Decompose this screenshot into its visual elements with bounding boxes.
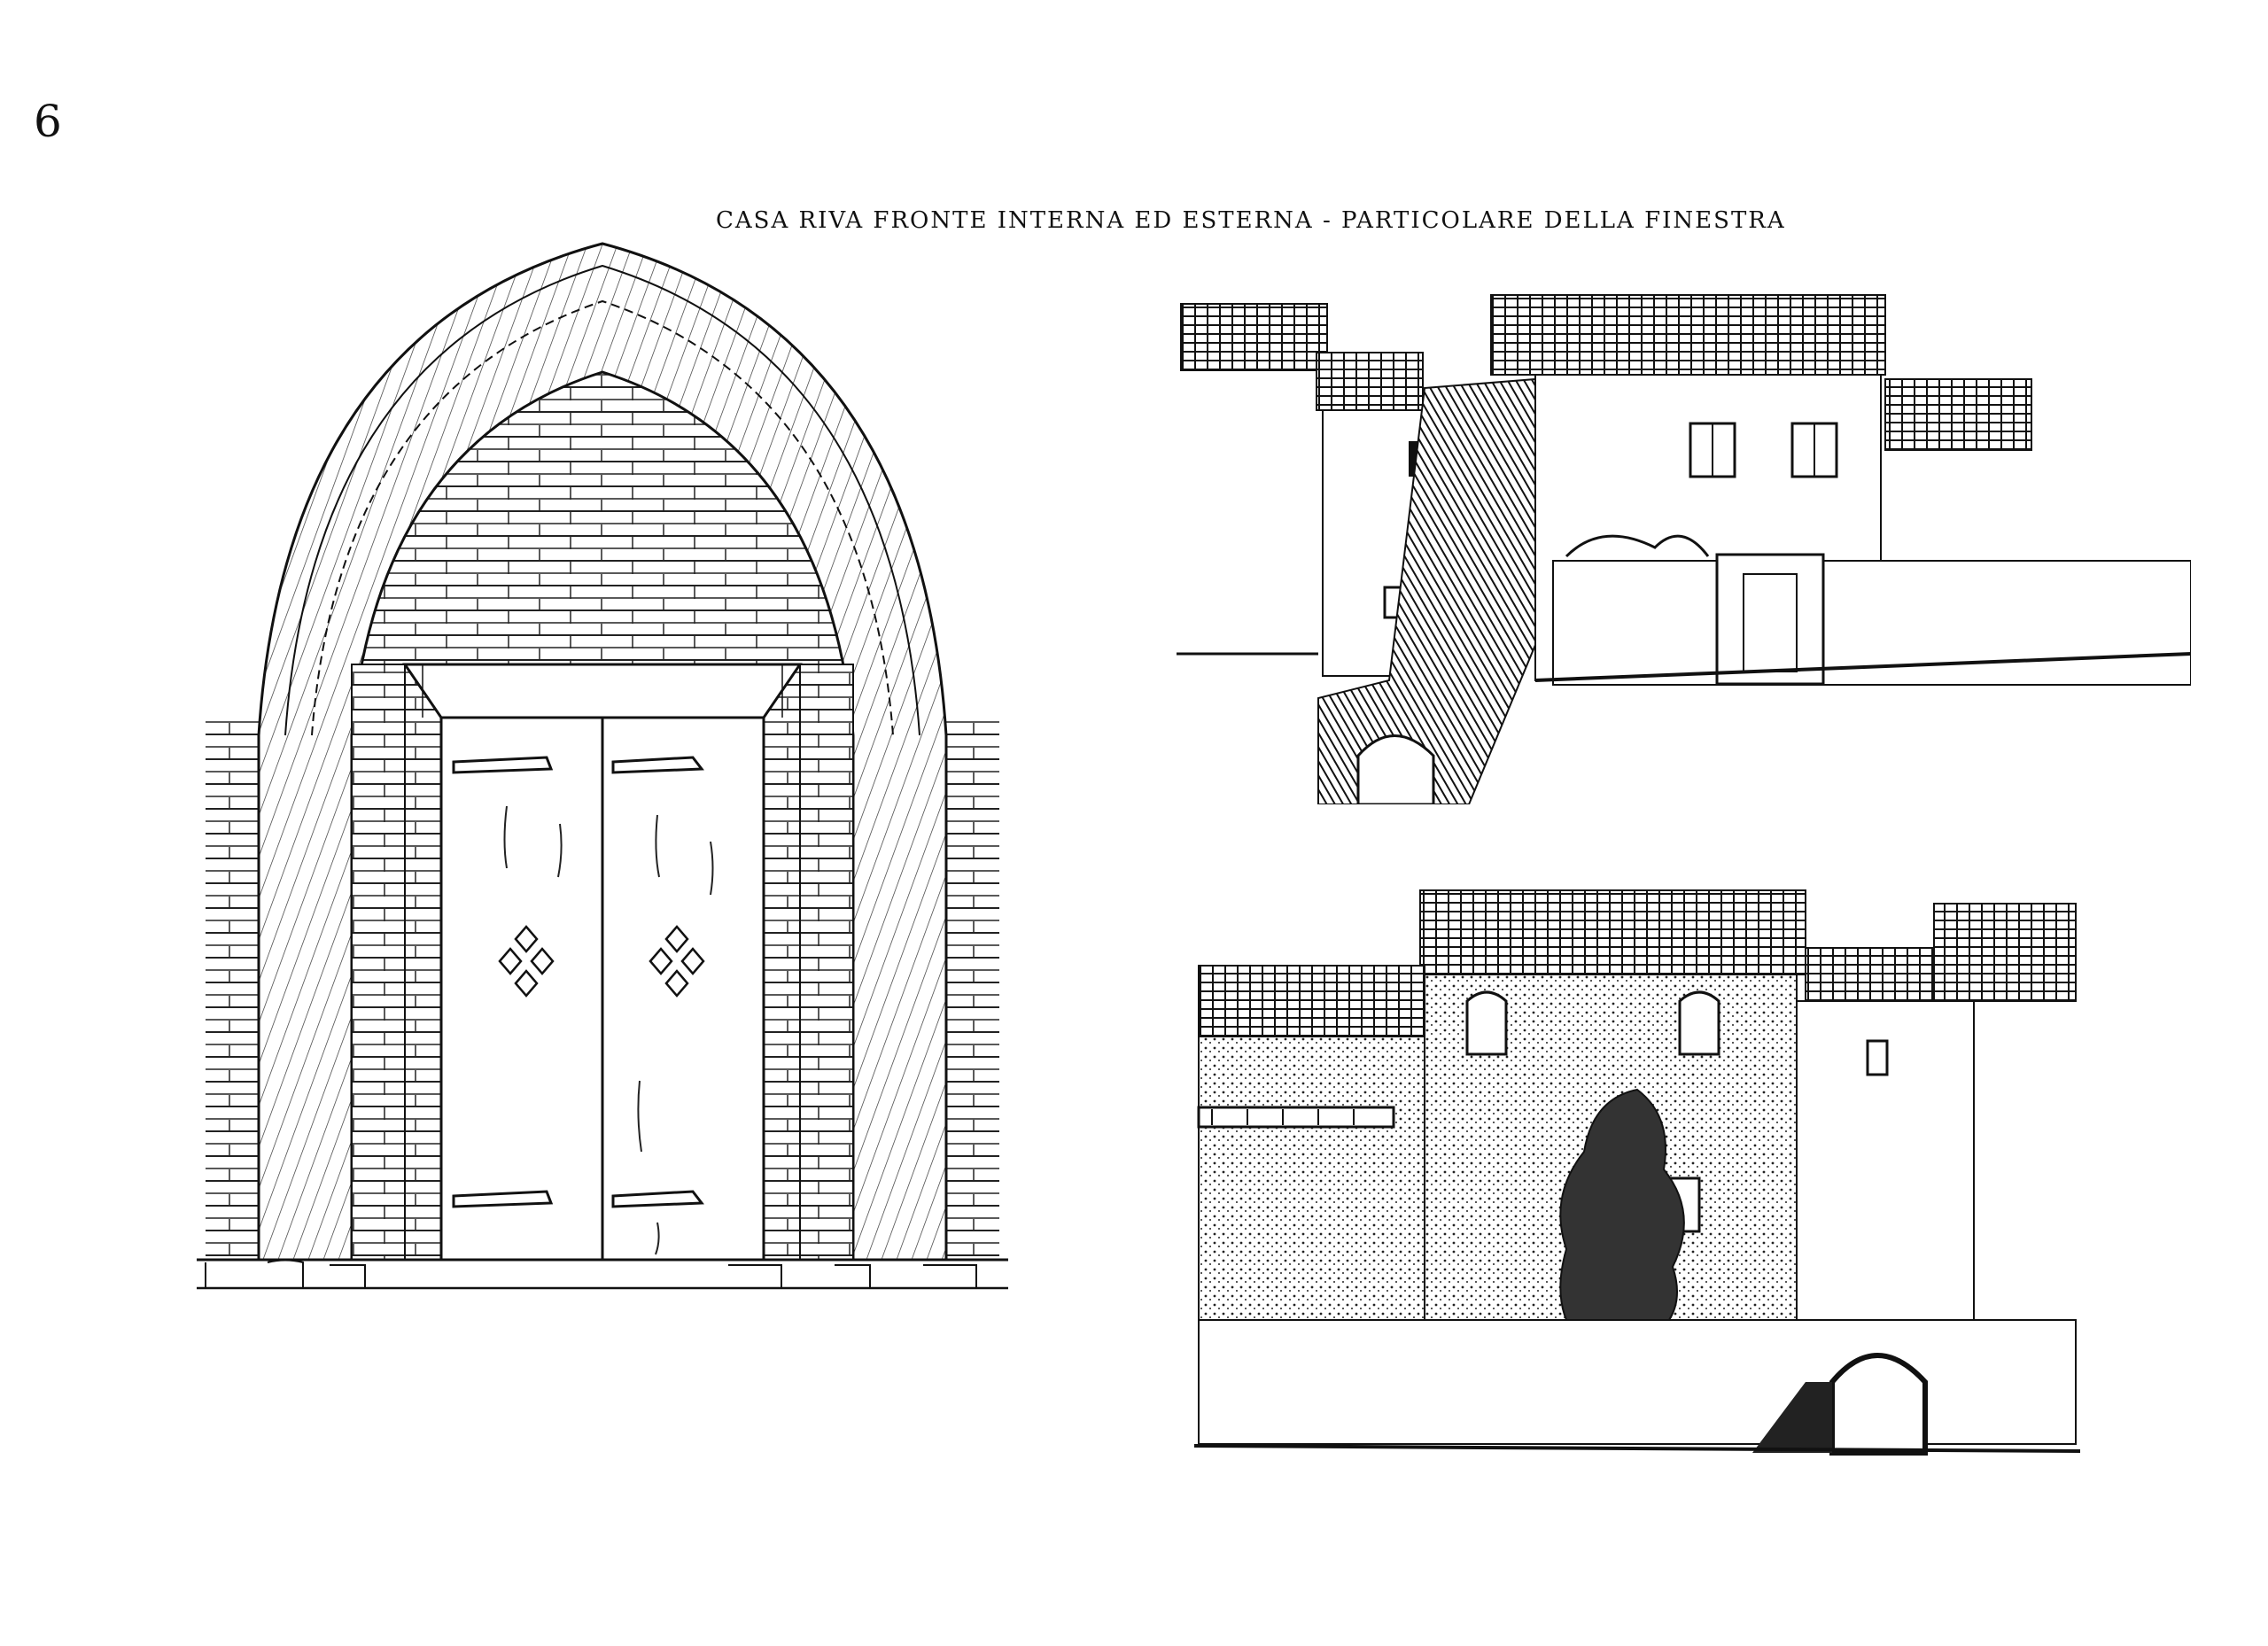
- page-number: 6: [34, 96, 62, 147]
- outer-front-elevation: [1194, 889, 2080, 1456]
- plate-title: CASA RIVA FRONTE INTERNA ED ESTERNA - PA…: [716, 207, 1786, 234]
- inner-front-section: [1177, 294, 2191, 804]
- arched-portal-drawing: [197, 242, 1008, 1290]
